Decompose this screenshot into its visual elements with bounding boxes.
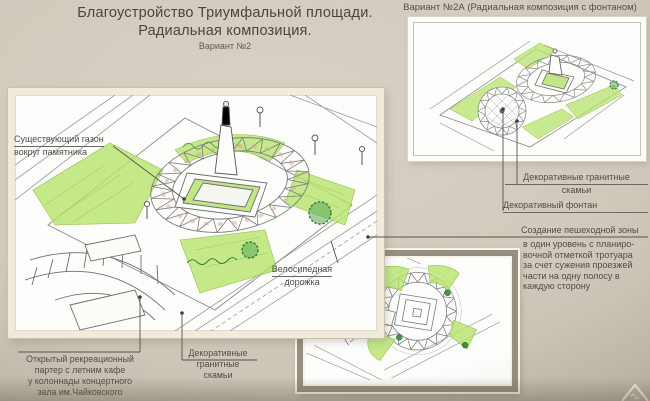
note-granite-benches-2a: Декоративные гранитные скамьи [505,172,648,196]
page-title-variant: Вариант №2 [198,41,252,51]
note-granite-benches-2a-line1: Декоративные гранитные [505,172,648,185]
main-plan-panel [8,88,384,338]
page-title-line2: Радиальная композиция. [138,23,312,39]
note-pedestrian-zone-line4: за счет сужения проезжей [523,260,633,271]
variant-2a-sketch [429,40,635,152]
note-open-parterre-line3: у колоннады концертного [27,376,133,386]
note-granite-benches-line2: гранитные [196,359,240,369]
note-existing-lawn-line2: вокруг памятника [14,147,88,157]
note-existing-lawn-line1: Существующий газон [14,134,104,147]
main-plan-sketch [15,95,377,331]
note-granite-benches-line3: скамьи [203,370,233,380]
note-pedestrian-zone-line6: каждую сторону [523,281,591,292]
note-pedestrian-zone-line3: вочной отметкой тротуара [523,249,633,260]
site-plan-sketch [306,258,501,380]
note-pedestrian-zone-line5: части на одну полосу в [523,270,620,281]
variant-2a-frame [413,22,641,156]
note-pedestrian-zone-line2: в один уровень с планиро- [523,239,635,249]
note-open-parterre-line1: Открытый рекреационный [26,354,134,364]
variant-2a-panel [408,17,646,161]
note-bike-path-line2: дорожка [284,277,320,287]
note-decorative-fountain: Декоративный фонтан [503,200,648,213]
note-granite-benches: Декоративные гранитные скамьи [176,348,260,381]
variant-2a-heading: Вариант №2А (Радиальная композиция с фон… [403,2,637,13]
mountain-logo-icon [621,383,649,401]
page-title-line1: Благоустройство Триумфальной площади. [77,5,373,21]
note-open-parterre: Открытый рекреационный партер с летним к… [10,354,150,398]
note-granite-benches-line1: Декоративные [188,348,248,358]
note-open-parterre-line4: зала им.Чайковского [37,387,123,397]
note-bike-path: Велосипедная дорожка [258,264,346,288]
note-open-parterre-line2: партер с летним кафе [34,365,126,375]
note-pedestrian-zone-line1: Создание пешеходной зоны [521,225,639,235]
page-title: Благоустройство Триумфальной площади. Ра… [30,4,420,52]
note-existing-lawn: Существующий газон вокруг памятника [14,134,126,158]
note-bike-path-line1: Велосипедная [271,264,333,277]
note-pedestrian-zone-body: в один уровень с планиро- вочной отметко… [523,239,650,292]
note-granite-benches-2a-line2: скамьи [561,185,592,195]
